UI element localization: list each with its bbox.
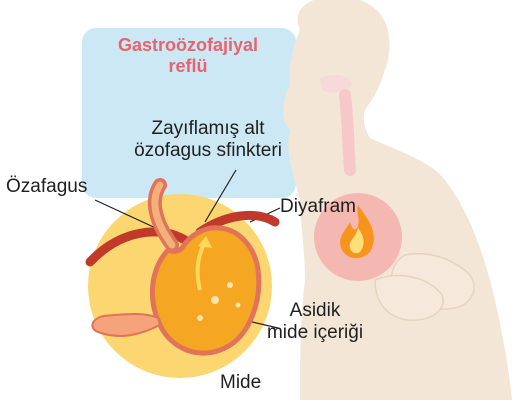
- diagram-title: Gastroözofajiyal reflü: [82, 35, 294, 77]
- label-acid-contents: Asidik mide içeriği: [255, 300, 375, 344]
- acid-contents-line-2: mide içeriği: [255, 322, 375, 344]
- title-line-2: reflü: [82, 56, 294, 77]
- title-line-1: Gastroözofajiyal: [82, 35, 294, 56]
- label-esophagus: Özafagus: [6, 176, 87, 198]
- label-stomach: Mide: [220, 372, 261, 394]
- acid-contents-line-1: Asidik: [255, 300, 375, 322]
- label-weak-sphincter: Zayıflamış alt özofagus sfinkteri: [100, 118, 316, 162]
- weak-sphincter-line-1: Zayıflamış alt: [100, 118, 316, 140]
- weak-sphincter-line-2: özofagus sfinkteri: [100, 140, 316, 162]
- throat-airway: [345, 95, 350, 170]
- label-diaphragm: Diyafram: [280, 196, 356, 218]
